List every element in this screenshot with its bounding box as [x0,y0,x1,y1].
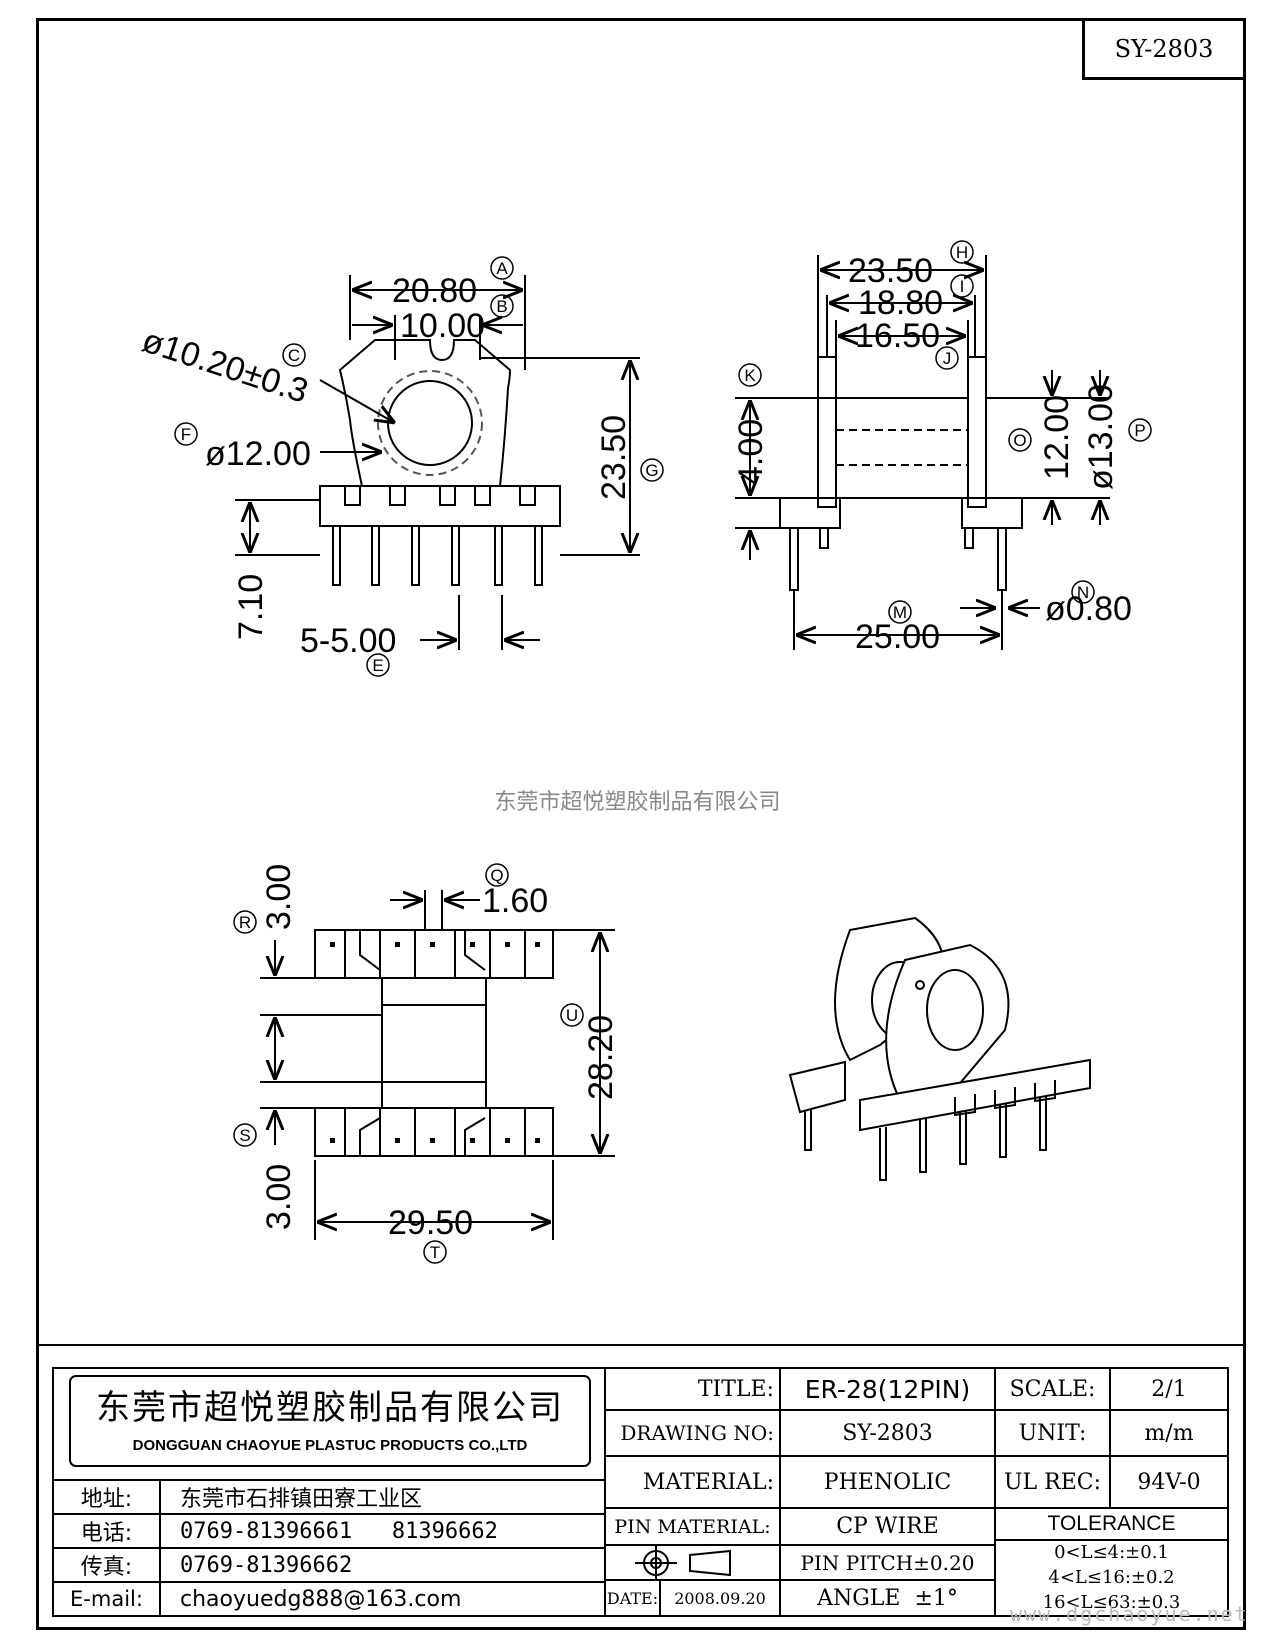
svg-text:R: R [239,913,251,932]
ul-rec-label: UL REC: [1003,1469,1101,1495]
svg-text:M: M [893,603,907,622]
side-view [735,255,1110,650]
tag-h: H [950,240,974,264]
side-dim-m: 25.00 [855,618,940,656]
tag-f: F [174,422,198,446]
address-label: 地址: [80,1487,133,1512]
svg-text:N: N [1077,583,1089,602]
svg-text:S: S [239,1126,250,1145]
date-label: DATE: [606,1588,659,1608]
svg-text:E: E [372,656,383,675]
phone-label: 电话: [80,1521,133,1546]
company-watermark: 东莞市超悦塑胶制品有限公司 [494,790,781,815]
pin-material-label: PIN MATERIAL: [614,1515,771,1538]
fax-value: 0769-81396662 [180,1552,353,1578]
pin-pitch: PIN PITCH±0.20 [800,1550,975,1575]
scale-label: SCALE: [1009,1376,1096,1402]
side-dim-k: 4.00 [732,419,770,485]
email-value: chaoyuedg888@163.com [180,1586,462,1612]
svg-text:I: I [960,277,965,296]
tag-u: U [560,1003,584,1027]
svg-text:O: O [1013,431,1026,450]
drawing-frame [36,18,1246,1630]
tag-r: R [233,910,257,934]
front-dim-pin-height: 7.10 [232,574,270,640]
date-value: 2008.09.20 [674,1588,766,1608]
front-view [235,275,640,650]
ul-rec-value: 94V-0 [1137,1469,1201,1495]
tolerance-range-1: 0<L≤4:±0.1 [1054,1542,1169,1563]
front-dim-f: ø12.00 [205,435,311,473]
tag-j: J [935,346,959,370]
tag-p: P [1128,418,1152,442]
svg-text:P: P [1134,421,1145,440]
company-name-en: DONGGUAN CHAOYUE PLASTUC PRODUCTS CO.,LT… [132,1436,528,1454]
side-dim-i: 18.80 [858,284,943,322]
tag-k: K [738,363,762,387]
front-dim-g: 23.50 [595,415,633,500]
svg-text:T: T [430,1243,440,1262]
tag-a: A [490,256,514,280]
unit-label: UNIT: [1018,1420,1087,1446]
side-dim-o: 12.00 [1038,395,1076,480]
unit-value: m/m [1144,1420,1194,1446]
tag-b: B [490,294,514,318]
tag-t: T [423,1240,447,1264]
angle-tolerance: ANGLE ±1° [817,1585,958,1611]
bottom-dim-r: 3.00 [260,864,298,930]
title-value: ER-28(12PIN) [804,1374,971,1404]
svg-text:J: J [943,349,952,368]
svg-text:B: B [496,297,507,316]
tolerance-range-3: 16<L≤63:±0.3 [1042,1592,1181,1613]
tag-o: O [1008,428,1032,452]
svg-text:F: F [181,425,191,444]
svg-text:K: K [744,366,756,385]
site-watermark: www.dgchaoyue.net [1010,1602,1249,1626]
drawing-no-value: SY-2803 [842,1420,933,1446]
bottom-dim-t: 29.50 [388,1204,473,1242]
tolerance-label: TOLERANCE [1047,1512,1176,1535]
isometric-view [788,916,1091,1181]
front-dim-a: 20.80 [392,272,477,310]
svg-text:A: A [496,259,508,278]
tag-s: S [233,1123,257,1147]
tag-i: I [950,274,974,298]
side-dim-p: ø13.00 [1082,384,1120,490]
side-dim-n: ø0.80 [1045,590,1132,628]
scale-value: 2/1 [1151,1376,1187,1402]
bottom-dim-q: 1.60 [482,882,548,920]
bottom-dim-s: 3.00 [260,1164,298,1230]
drawing-number-box: SY-2803 [1082,18,1246,80]
front-dim-c: ø10.20±0.3 [138,321,313,410]
svg-text:Q: Q [490,866,503,885]
front-dim-b: 10.00 [400,307,485,345]
tolerance-range-2: 4<L≤16:±0.2 [1048,1567,1175,1588]
bottom-dim-u: 28.20 [582,1015,620,1100]
phone-value: 0769-81396661 81396662 [180,1518,498,1544]
side-dim-h: 23.50 [848,252,933,290]
address-value: 东莞市石排镇田寮工业区 [180,1487,423,1512]
fax-label: 传真: [80,1555,133,1580]
pin-material-value: CP WIRE [836,1514,939,1539]
tag-q: Q [485,863,509,887]
tag-e: E [366,653,390,677]
email-label: E-mail: [70,1587,143,1611]
drawing-no-label: DRAWING NO: [620,1421,774,1445]
tag-m: M [888,600,912,624]
company-name-cn: 东莞市超悦塑胶制品有限公司 [96,1387,564,1428]
svg-text:H: H [956,243,968,262]
tag-c: C [282,343,306,367]
side-dim-j: 16.50 [855,317,940,355]
material-value: PHENOLIC [823,1469,952,1495]
title-label: TITLE: [697,1376,774,1402]
material-label: MATERIAL: [642,1469,774,1495]
tag-g: G [640,458,664,482]
svg-text:G: G [645,461,658,480]
svg-text:U: U [566,1006,578,1025]
tag-n: N [1071,580,1095,604]
svg-text:C: C [288,346,300,365]
bottom-view [260,890,615,1240]
